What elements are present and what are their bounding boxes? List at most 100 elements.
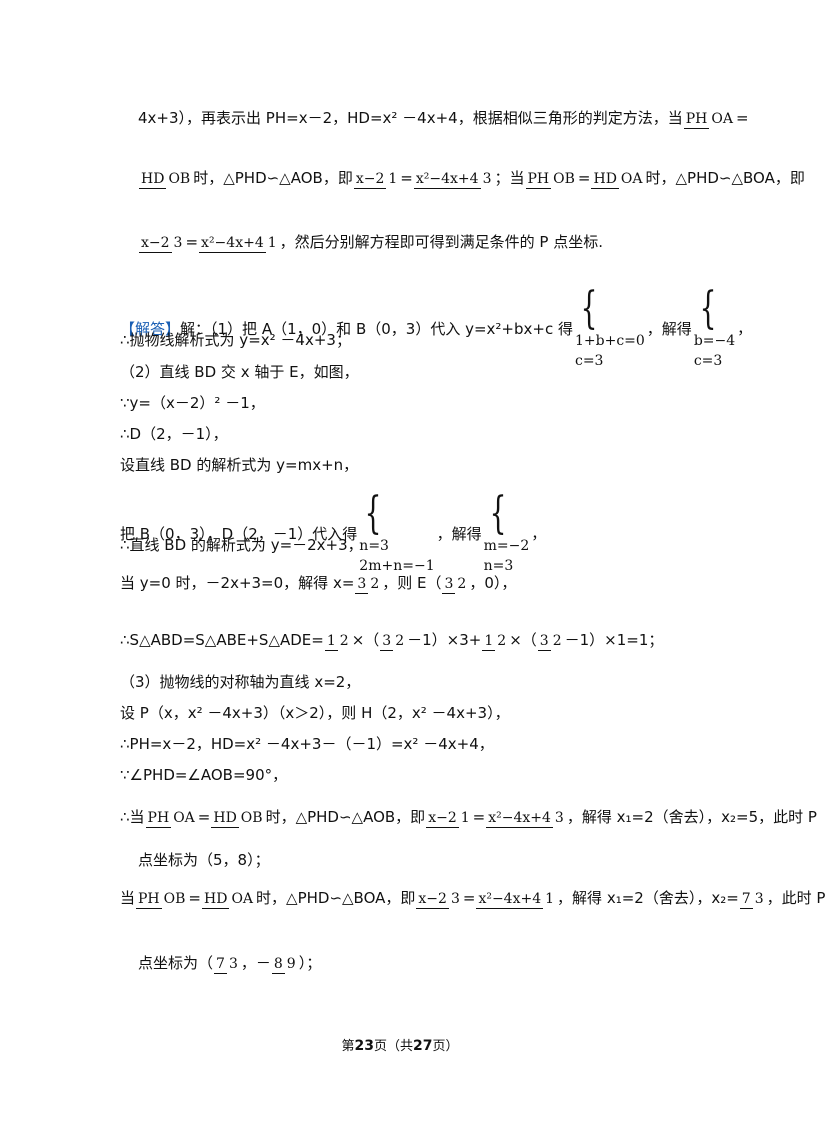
text: 解：（1）把 A（1，0）和 B（0，3）代入 y=x²+bx+c 得 <box>180 319 573 338</box>
text: ∴当 <box>120 808 145 826</box>
text: ，解得 x₁=2（舍去），x₂= <box>557 889 739 907</box>
answer-tag: 【解答】 <box>120 319 181 338</box>
equation: c=3 <box>693 353 723 369</box>
numerator: HD <box>139 171 167 189</box>
numerator: HD <box>211 810 239 828</box>
numerator: HD <box>591 171 619 189</box>
text: 点坐标为（ <box>138 954 214 972</box>
equation: c=3 <box>574 353 604 369</box>
denominator: 2 <box>339 633 349 649</box>
numerator: 3 <box>355 576 369 594</box>
brace-icon: { <box>699 283 717 334</box>
denominator: 3 <box>482 171 492 187</box>
denominator: 2 <box>497 633 507 649</box>
brace-icon: { <box>489 488 507 539</box>
text: ，0）， <box>469 574 517 592</box>
text: ；当 <box>494 169 525 187</box>
page-footer: 第23页（共27页） <box>0 1035 800 1054</box>
numerator: PH <box>145 810 172 828</box>
numerator: x²−4x+4 <box>476 891 544 909</box>
solution-line-14: ∵∠PHD=∠AOB=90°， <box>120 766 288 784</box>
text: ∴S△ABD=S△ABE+S△ADE= <box>120 631 324 649</box>
denominator: OB <box>553 171 575 187</box>
denominator: 3 <box>450 891 460 907</box>
equation: n=3 <box>483 558 514 574</box>
denominator: 1 <box>388 171 398 187</box>
numerator: PH <box>525 171 552 189</box>
footer-prefix: 第 <box>341 1039 355 1054</box>
denominator: 3 <box>228 956 238 972</box>
numerator: PH <box>136 891 162 909</box>
analysis-line-1: 4x+3），再表示出 PH=x－2，HD=x² －4x+4，根据相似三角形的判定… <box>138 108 749 129</box>
numerator: 3 <box>537 633 551 651</box>
solution-line-1: 【解答】解：（1）把 A（1，0）和 B（0，3）代入 y=x²+bx+c 得 {… <box>120 283 753 371</box>
numerator: HD <box>202 891 230 909</box>
text: 当 <box>120 889 136 907</box>
text: ，解得 x₁=2（舍去），x₂=5，此时 P <box>566 808 817 826</box>
text: ，此时 P <box>766 889 825 907</box>
solution-line-8: ∴直线 BD 的解析式为 y=－2x+3， <box>120 536 363 554</box>
numerator: 3 <box>442 576 456 594</box>
denominator: 3 <box>754 891 764 907</box>
text: 当 y=0 时，－2x+3=0，解得 x= <box>120 574 355 592</box>
denominator: 1 <box>460 810 470 826</box>
text: ，解得 <box>436 524 482 543</box>
text: ，－ <box>240 954 271 972</box>
solution-line-4: ∵y=（x－2）² －1， <box>120 394 265 412</box>
numerator: 7 <box>739 891 753 909</box>
denominator: OA <box>711 111 733 127</box>
equation: 1+b+c=0 <box>574 333 645 349</box>
denominator: OA <box>620 171 643 187</box>
text: ）； <box>298 954 322 972</box>
denominator: 1 <box>267 235 277 251</box>
denominator: 1 <box>545 891 555 907</box>
text: 时，△PHD∽△AOB，即 <box>265 808 426 826</box>
system-rows: 1+b+c=0 c=3 <box>575 331 645 371</box>
text: －1）×3+ <box>407 631 482 649</box>
denominator: 2 <box>457 576 467 592</box>
solution-line-13: ∴PH=x－2，HD=x² －4x+3－（－1）=x² －4x+4， <box>120 735 494 753</box>
equation: n=3 <box>359 538 389 554</box>
numerator: x−2 <box>353 171 387 189</box>
solution-line-16: 点坐标为（5，8）； <box>138 851 270 869</box>
footer-suffix: 页） <box>432 1039 459 1054</box>
denominator: 2 <box>370 576 380 592</box>
denominator: 2 <box>395 633 405 649</box>
numerator: x−2 <box>139 235 172 253</box>
footer-mid: 页（共 <box>373 1039 413 1054</box>
denominator: OA <box>173 810 195 826</box>
numerator: 8 <box>271 956 285 974</box>
numerator: x²−4x+4 <box>413 171 481 189</box>
numerator: 1 <box>324 633 338 651</box>
page-total: 27 <box>413 1038 433 1054</box>
denominator: OA <box>231 891 254 907</box>
